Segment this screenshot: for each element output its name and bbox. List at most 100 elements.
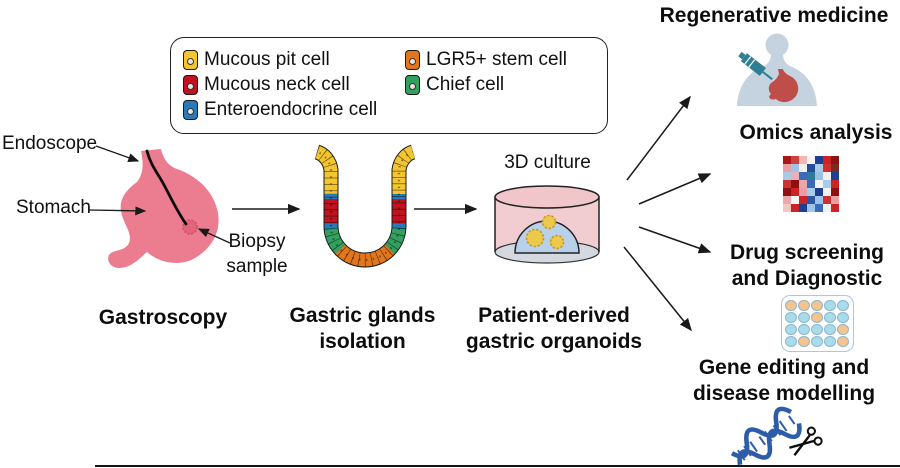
heatmap-cell — [815, 180, 823, 188]
mucous-pit-cell-icon — [183, 50, 198, 70]
well — [785, 335, 797, 347]
mini-stomach-icon — [768, 69, 799, 103]
well — [811, 323, 823, 335]
well — [824, 323, 836, 335]
heatmap-cell — [799, 196, 807, 204]
heatmap-cell — [831, 164, 839, 172]
gastric-gland-illustration — [317, 152, 413, 260]
cell-type-legend: Mucous pit cell Mucous neck cell Enteroe… — [170, 37, 608, 134]
legend-item-enteroendocrine: Enteroendocrine cell — [183, 99, 377, 121]
well — [837, 323, 849, 335]
well — [837, 299, 849, 311]
chief-cell-icon — [405, 75, 420, 95]
well — [798, 299, 810, 311]
heatmap-cell — [799, 188, 807, 196]
heatmap-cell — [783, 164, 791, 172]
well — [811, 335, 823, 347]
stomach-illustration — [108, 149, 219, 268]
heatmap-cell — [799, 180, 807, 188]
syringe-icon — [738, 51, 773, 81]
heatmap-cell — [831, 196, 839, 204]
heatmap-cell — [791, 204, 799, 212]
legend-label: Mucous pit cell — [204, 49, 330, 70]
heatmap-cell — [823, 196, 831, 204]
well-plate-grid — [785, 299, 850, 348]
person-icon — [737, 33, 817, 106]
well — [811, 311, 823, 323]
heatmap-cell — [799, 164, 807, 172]
gastroscopy-title: Gastroscopy — [98, 306, 228, 329]
well — [837, 311, 849, 323]
well — [798, 311, 810, 323]
well-plate-icon — [781, 295, 854, 352]
heatmap-cell — [831, 204, 839, 212]
heatmap-cell — [831, 180, 839, 188]
heatmap-cell — [799, 172, 807, 180]
heatmap-cell — [791, 172, 799, 180]
heatmap-cell — [807, 196, 815, 204]
heatmap-cell — [799, 204, 807, 212]
endoscope-line — [145, 149, 188, 226]
culture-dish-illustration — [494, 185, 600, 264]
bottom-border-line — [95, 465, 900, 467]
heatmap-cell — [823, 156, 831, 164]
heatmap-cell — [831, 156, 839, 164]
biopsy-sample-label: Biopsy sample — [226, 231, 288, 277]
well — [824, 299, 836, 311]
heatmap-cell — [807, 180, 815, 188]
well — [785, 311, 797, 323]
stomach-label: Stomach — [16, 197, 91, 218]
app-title-regenerative-medicine: Regenerative medicine — [659, 4, 889, 27]
heatmap-cell — [831, 172, 839, 180]
scissors-icon — [789, 426, 823, 456]
organoid-spheres — [525, 214, 565, 250]
heatmap-cell — [783, 196, 791, 204]
heatmap-cell — [799, 156, 807, 164]
legend-label: Enteroendocrine cell — [204, 99, 378, 120]
patient-organoids-title: Patient-derived gastric organoids — [465, 304, 643, 353]
heatmap-cell — [791, 164, 799, 172]
mucous-neck-cell-icon — [183, 75, 198, 95]
heatmap-cell — [815, 204, 823, 212]
well — [824, 335, 836, 347]
heatmap-cell — [815, 188, 823, 196]
heatmap-cell — [831, 188, 839, 196]
heatmap-cell — [815, 172, 823, 180]
legend-label: LGR5+ stem cell — [426, 49, 567, 70]
legend-item-mucous-pit: Mucous pit cell — [183, 49, 330, 71]
well — [811, 299, 823, 311]
endoscope-label: Endoscope — [2, 133, 98, 154]
well — [837, 335, 849, 347]
heatmap-cell — [815, 164, 823, 172]
app-title-gene-editing: Gene editing and disease modelling — [692, 356, 876, 405]
heatmap-cell — [791, 156, 799, 164]
heatmap-cell — [807, 172, 815, 180]
dna-icon — [730, 406, 823, 466]
well — [798, 335, 810, 347]
app-title-omics-analysis: Omics analysis — [739, 121, 893, 144]
heatmap-cell — [823, 172, 831, 180]
app-title-drug-screening: Drug screening and Diagnostic — [729, 241, 885, 290]
glands-isolation-title: Gastric glands isolation — [289, 304, 436, 353]
heatmap-cell — [807, 156, 815, 164]
legend-label: Mucous neck cell — [204, 74, 350, 95]
heatmap-cell — [783, 204, 791, 212]
heatmap-cell — [783, 172, 791, 180]
heatmap-cell — [791, 196, 799, 204]
heatmap-cell — [791, 188, 799, 196]
well — [785, 323, 797, 335]
heatmap-cell — [783, 156, 791, 164]
heatmap-cell — [815, 156, 823, 164]
well — [798, 323, 810, 335]
heatmap-cell — [823, 164, 831, 172]
legend-item-mucous-neck: Mucous neck cell — [183, 74, 350, 96]
heatmap-cell — [823, 180, 831, 188]
heatmap-cell — [823, 188, 831, 196]
lgr5-stem-cell-icon — [405, 50, 420, 70]
heatmap-cell — [815, 196, 823, 204]
legend-label: Chief cell — [426, 74, 505, 95]
heatmap-cell — [807, 164, 815, 172]
heatmap-cell — [807, 204, 815, 212]
